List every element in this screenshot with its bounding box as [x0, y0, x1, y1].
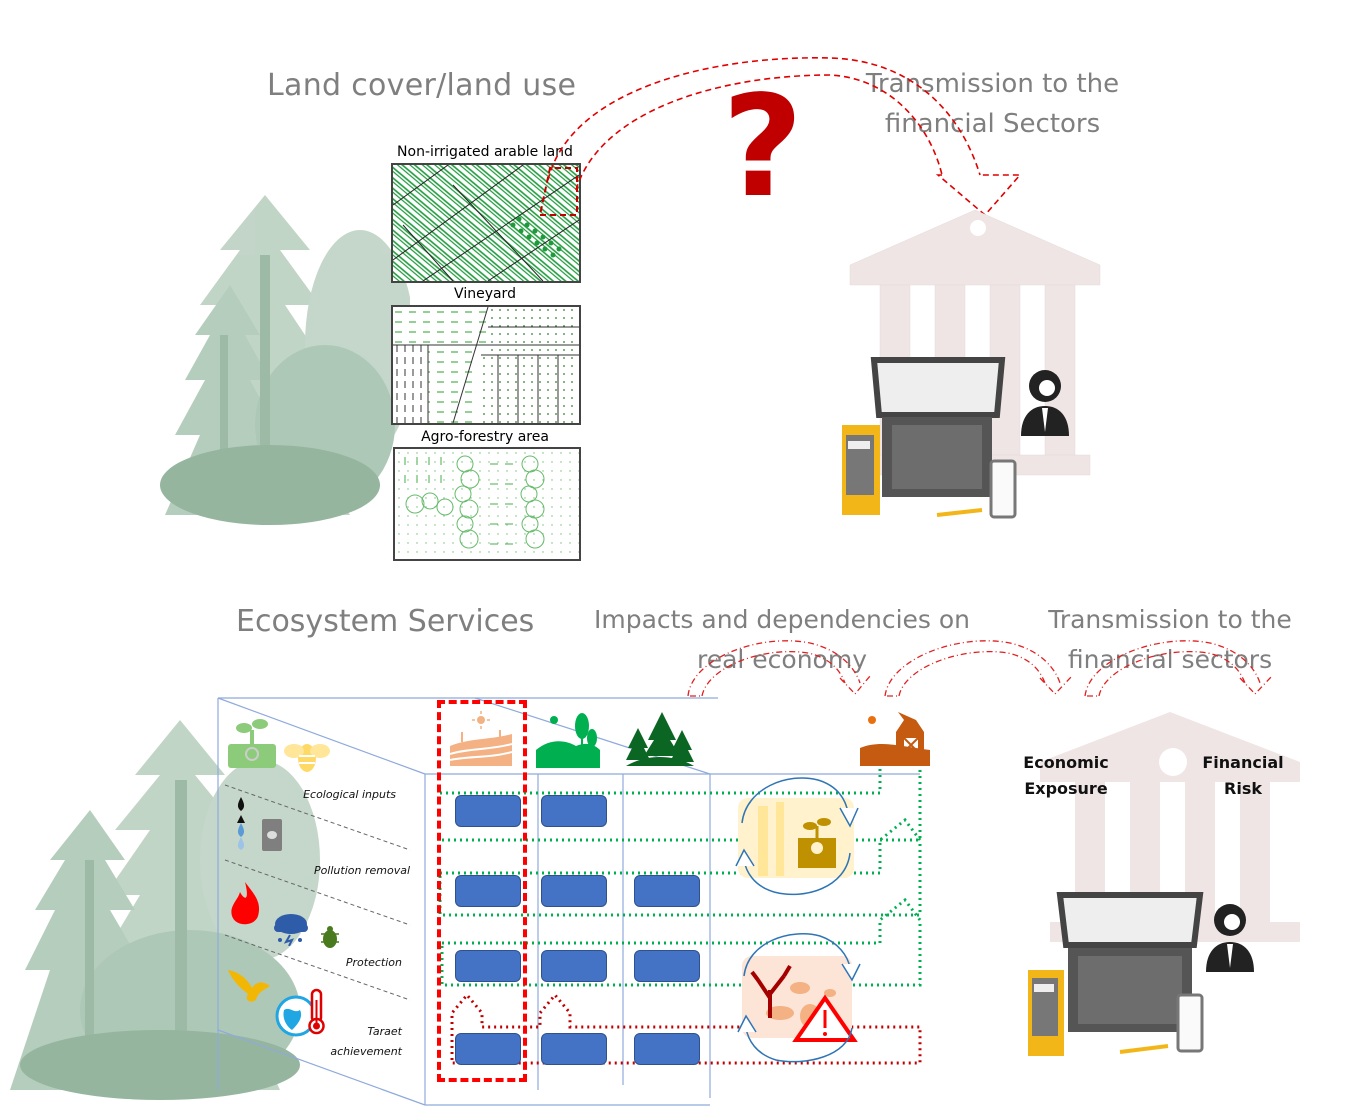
panel-label-arable: Non-irrigated arable land	[397, 144, 573, 160]
panel-agroforestry	[393, 447, 581, 561]
matrix-cell-forest-row2	[634, 875, 700, 907]
bee-icon	[284, 744, 330, 772]
water-drops-icon	[237, 797, 245, 850]
fertilizer-bag-icon	[262, 819, 282, 851]
impacts-dependencies-title: Impacts and dependencies on real economy	[593, 605, 971, 674]
matrix-cell-grassland-row4	[541, 1033, 607, 1065]
economic-exposure-line2: Exposure	[1024, 779, 1108, 798]
barn-farm-icon	[860, 712, 930, 766]
panel-vineyard	[391, 305, 581, 425]
cropland-column-highlight	[437, 700, 527, 1082]
degradation-warning-cycle-icon	[737, 933, 861, 1063]
farmland-sun-icon	[450, 711, 512, 766]
crop-growth-cycle-icon	[735, 777, 859, 896]
financial-risk-label: Financial Risk	[1190, 750, 1296, 802]
forest-icon	[160, 195, 410, 525]
financial-risk-line1: Financial	[1202, 753, 1284, 772]
conifer-trees-icon	[626, 712, 694, 766]
globe-thermometer-icon	[275, 988, 325, 1037]
matrix-cell-grassland-row2	[541, 875, 607, 907]
financial-risk-line2: Risk	[1224, 779, 1262, 798]
forest-bottom-icon	[10, 720, 320, 1100]
phone-bottom-icon	[1176, 993, 1204, 1053]
matrix-cell-cropland-row1	[455, 795, 521, 827]
phone-icon	[989, 459, 1017, 519]
dashed-arrow-top	[538, 57, 1022, 217]
matrix-cell-cropland-row4	[455, 1033, 521, 1065]
eagle-icon	[228, 970, 270, 1002]
fire-icon	[231, 882, 260, 925]
matrix-cell-cropland-row2	[455, 875, 521, 907]
analyst-person-icon	[1021, 370, 1069, 436]
matrix-cell-grassland-row1	[541, 795, 607, 827]
beetle-icon	[321, 926, 339, 948]
matrix-cell-grassland-row3	[541, 950, 607, 982]
laptop-bottom-icon	[1028, 892, 1204, 1056]
land-cover-title: Land cover/land use	[267, 68, 577, 103]
analyst-person-bottom-icon	[1206, 904, 1254, 972]
hills-trees-icon	[536, 713, 600, 768]
economic-exposure-label: Economic Exposure	[1010, 750, 1122, 802]
panel-arable-land	[391, 163, 581, 283]
storm-cloud-icon	[274, 914, 308, 946]
matrix-cell-forest-row3	[634, 950, 700, 982]
panel-label-vineyard: Vineyard	[454, 286, 516, 302]
laptop-icon	[842, 357, 1006, 517]
plant-soil-icon	[228, 719, 276, 768]
row-label-pollution-removal: Pollution removal	[313, 864, 410, 877]
question-mark: ?	[722, 66, 804, 229]
vineyard-pattern	[393, 307, 579, 423]
arable-land-pattern	[393, 165, 579, 281]
row-label-protection: Protection	[345, 956, 402, 969]
economic-exposure-line1: Economic	[1023, 753, 1109, 772]
transmission-title-top: Transmission to the financial Sectors	[865, 69, 1120, 139]
transmission-title-bottom: Transmission to the financial sectors	[1048, 605, 1292, 674]
row-label-ecological-inputs: Ecological inputs	[303, 788, 396, 801]
agroforestry-pattern	[395, 449, 579, 559]
ecosystem-services-title: Ecosystem Services	[236, 604, 535, 639]
row-label-target-achievement: Taraet achievement	[330, 1025, 402, 1058]
matrix-cell-cropland-row3	[455, 950, 521, 982]
matrix-cell-forest-row4	[634, 1033, 700, 1065]
dash-dot-arrows	[687, 640, 1273, 697]
panel-label-agroforestry: Agro-forestry area	[421, 429, 549, 445]
